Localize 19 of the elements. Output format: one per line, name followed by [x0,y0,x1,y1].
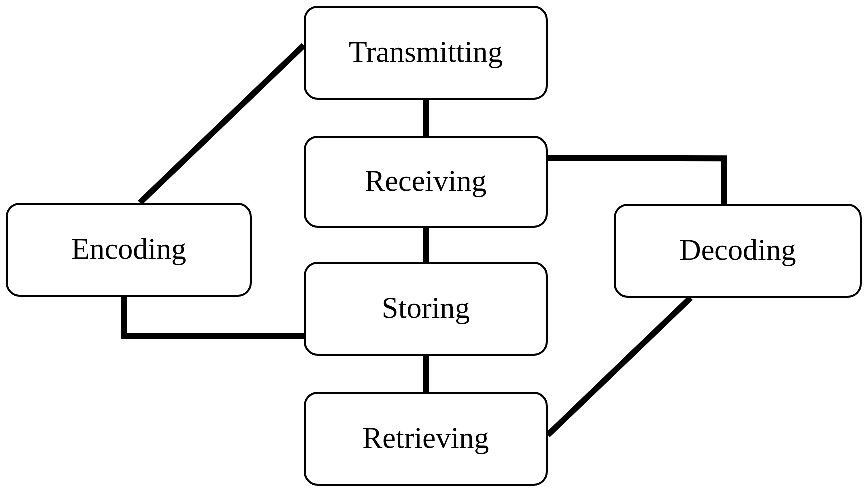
node-label: Encoding [72,232,186,268]
process-box [6,203,252,297]
node-label: Storing [382,291,470,328]
connector-line [546,296,693,438]
process-box [304,136,548,228]
connector-line [423,100,429,136]
node-label: Retrieving [362,421,490,458]
node-label: Receiving [365,164,487,200]
process-box [304,392,548,486]
process-box [304,6,548,100]
connector-line [423,228,429,262]
connector-line [423,356,429,392]
process-box [304,262,548,356]
process-box [614,204,862,298]
connector-line [138,43,306,206]
connector-line [121,297,304,340]
connector-line [548,155,728,204]
node-label: Decoding [680,233,796,270]
node-label: Transmitting [349,35,503,72]
